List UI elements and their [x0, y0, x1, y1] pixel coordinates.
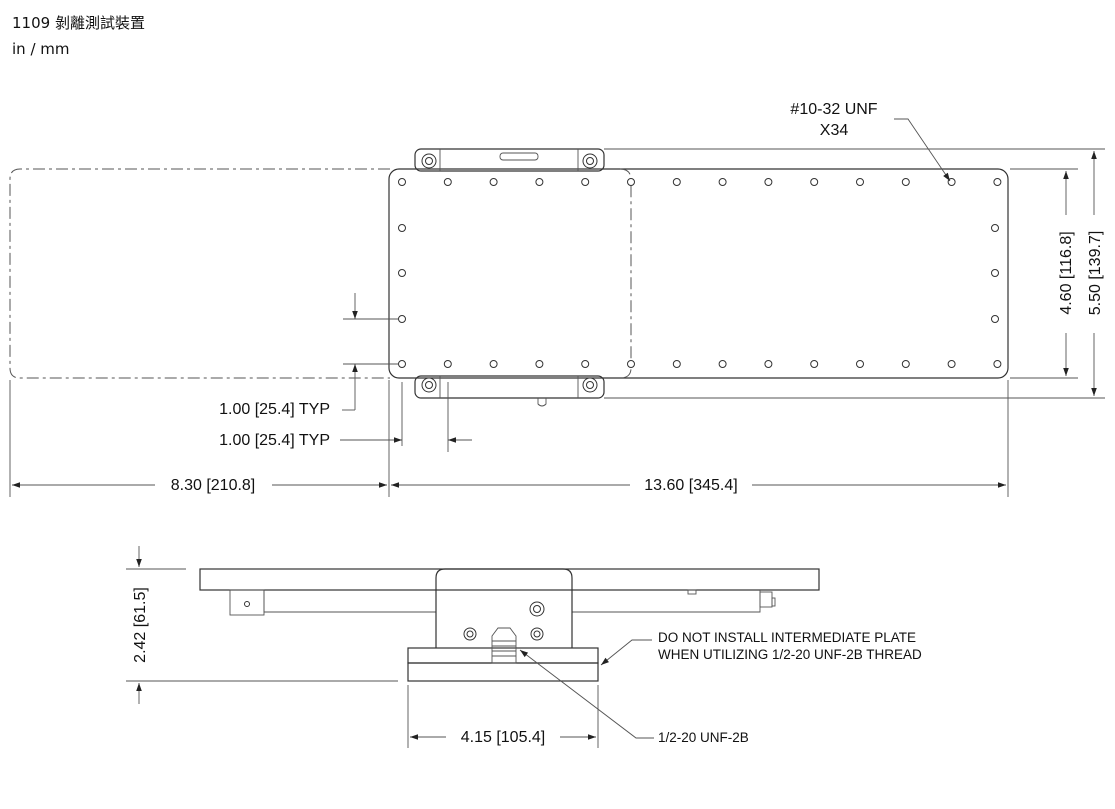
internal-outline [619, 168, 632, 379]
dim-inner-height: 4.60 [116.8] [1058, 231, 1075, 314]
mounting-hole [489, 360, 498, 368]
mounting-hole [901, 360, 910, 368]
thread-leader [894, 118, 951, 182]
dim-hole-spacing-vertical: 1.00 [25.4] TYP [219, 401, 330, 418]
mounting-hole [764, 360, 773, 368]
mounting-hole [993, 178, 1002, 186]
note-leader [600, 639, 652, 666]
mounting-hole [398, 360, 406, 368]
mounting-hole [991, 224, 999, 232]
mounting-hole [947, 360, 956, 368]
mounting-hole [627, 178, 635, 186]
note-line1: DO NOT INSTALL INTERMEDIATE PLATE [658, 630, 916, 645]
top-bracket [414, 148, 605, 172]
thread-label: 1/2-20 UNF-2B [658, 730, 749, 745]
side-view: 2.42 [61.5] 4.15 [105.4] DO NOT INSTALL … [126, 546, 922, 748]
mounting-hole [398, 269, 406, 277]
mounting-hole [856, 178, 864, 186]
mounting-hole [672, 360, 681, 368]
mounting-hole [718, 178, 727, 186]
phantom-plate-outline [9, 168, 390, 379]
side-base-plate [407, 647, 599, 664]
thread-callout-line2: X34 [820, 122, 849, 139]
mounting-hole [535, 178, 544, 186]
mounting-hole [443, 360, 452, 368]
dim-outer-height: 5.50 [139.7] [1087, 231, 1104, 316]
mounting-hole [581, 360, 590, 368]
top-view: #10-32 UNF X34 1.00 [25.4] TYP 1.00 [25.… [9, 101, 1105, 497]
side-center-block [435, 568, 573, 648]
mounting-hole [489, 178, 498, 186]
dim-side-height: 2.42 [61.5] [132, 587, 149, 663]
thread-callout-line1: #10-32 UNF [790, 101, 877, 118]
mounting-hole [627, 360, 635, 368]
mounting-hole [443, 178, 452, 186]
mounting-hole [991, 315, 999, 323]
thread-leader-side [519, 649, 654, 739]
mounting-hole [764, 178, 773, 186]
mounting-hole [535, 360, 544, 368]
dim-hole-spacing-horizontal: 1.00 [25.4] TYP [219, 432, 330, 449]
mounting-hole [810, 360, 819, 368]
drawing-title: 1109 剝離測試裝置 [12, 14, 145, 32]
threaded-stud [491, 627, 517, 664]
mounting-hole [901, 178, 910, 186]
mounting-hole [993, 360, 1002, 368]
dim-right-width: 13.60 [345.4] [644, 477, 737, 494]
note-line2: WHEN UTILIZING 1/2-20 UNF-2B THREAD [658, 647, 922, 662]
side-top-plate [199, 568, 820, 591]
hole-pattern [398, 178, 1002, 368]
mounting-hole [718, 360, 727, 368]
main-plate [388, 168, 1009, 379]
units-label: in / mm [12, 40, 70, 58]
dim-base-width: 4.15 [105.4] [461, 729, 546, 746]
mounting-hole [672, 178, 681, 186]
dim-left-width: 8.30 [210.8] [171, 477, 256, 494]
mounting-hole [581, 178, 590, 186]
mounting-hole [398, 315, 406, 323]
mounting-hole [398, 178, 406, 186]
mounting-hole [856, 360, 864, 368]
bottom-bracket [414, 375, 605, 407]
mounting-hole [398, 224, 406, 232]
mounting-hole [991, 269, 999, 277]
mounting-hole [810, 178, 819, 186]
